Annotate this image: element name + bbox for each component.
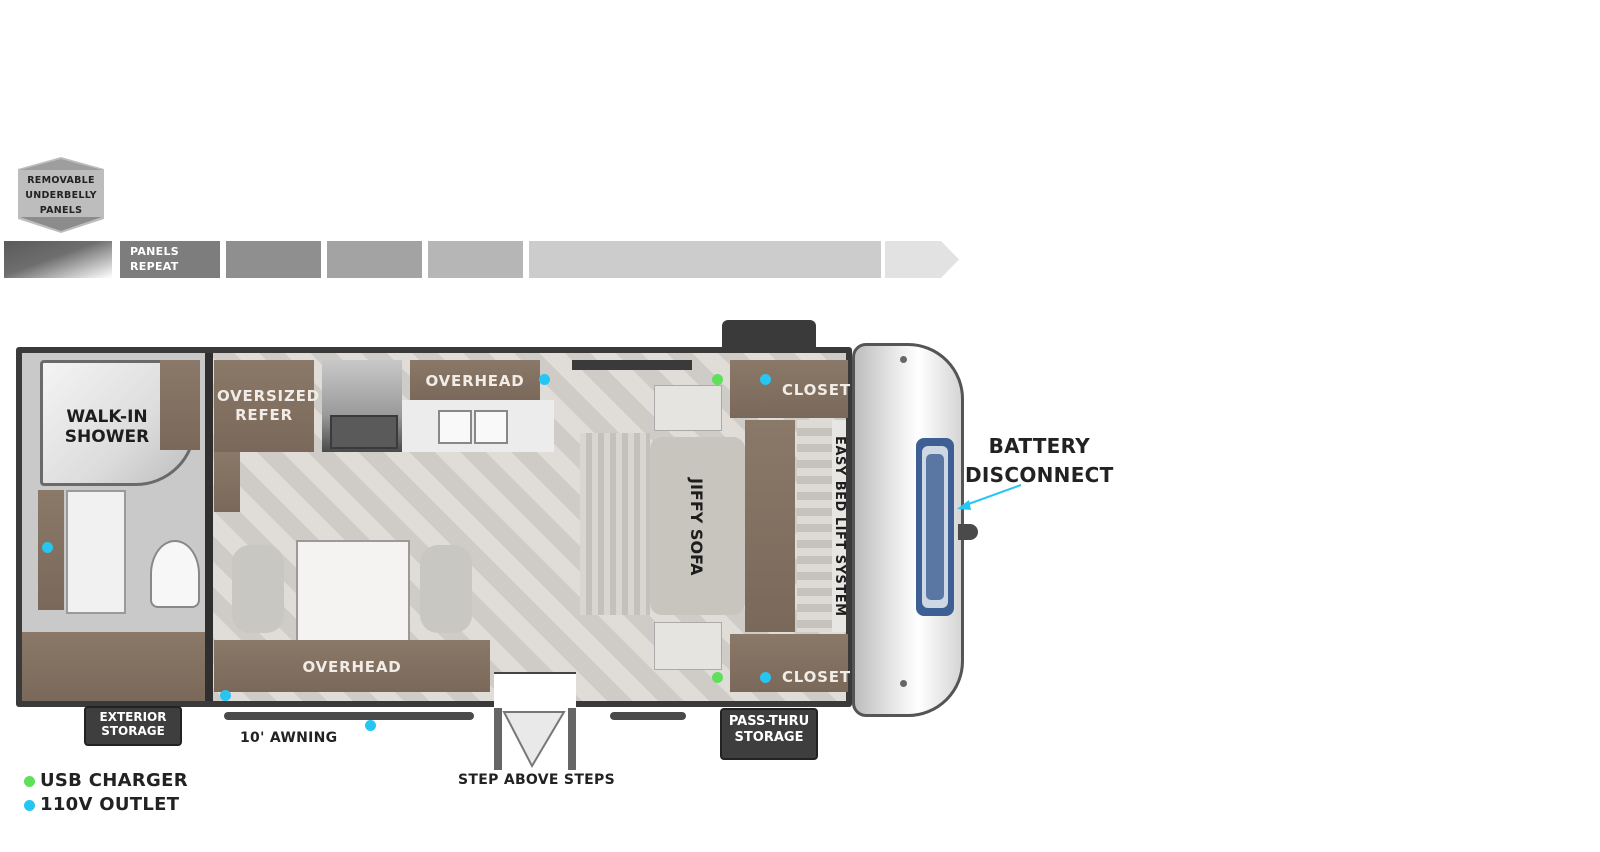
kitchen-sink-left	[438, 410, 472, 444]
usb-charger-dot-bottom	[712, 672, 723, 683]
removable-panels-arrow-icon	[18, 157, 104, 233]
front-marker-bottom	[900, 680, 907, 687]
jiffy-sofa	[650, 437, 745, 615]
removable-panels-label: REMOVABLE UNDERBELLY PANELS	[20, 173, 102, 218]
bathroom-cabinet	[160, 360, 200, 450]
panel-segment-2	[226, 241, 321, 278]
dinette-seat-left	[232, 545, 284, 633]
toilet	[150, 540, 200, 608]
panel-segment-1	[120, 241, 220, 278]
dinette-seat-right	[420, 545, 472, 633]
brand-logo-icon	[916, 438, 954, 616]
refrigerator-label: OVERSIZED REFER	[217, 387, 320, 425]
panel-segment-4	[428, 241, 523, 278]
battery-disconnect-label-line-2: DISCONNECT	[965, 463, 1114, 487]
panel-segment-3	[327, 241, 422, 278]
dinette-table	[296, 540, 410, 644]
closet-bottom-label: CLOSET	[782, 668, 851, 686]
legend-usb-label: USB CHARGER	[40, 770, 188, 791]
outlet-dot-exterior	[365, 720, 376, 731]
awning-label: 10' AWNING	[240, 730, 338, 746]
easy-bed-lift	[797, 420, 832, 632]
legend-usb-dot	[24, 776, 35, 787]
walk-in-shower-label-line-1: WALK-IN	[66, 407, 148, 427]
removable-panels-label-line-1: REMOVABLE	[27, 175, 95, 186]
awning-rail-left	[224, 712, 474, 720]
front-marker-top	[900, 356, 907, 363]
outlet-dot-dinette	[220, 690, 231, 701]
exterior-storage-label-line-2: STORAGE	[101, 724, 165, 738]
battery-disconnect-label: BATTERY DISCONNECT	[965, 432, 1114, 490]
pass-thru-storage: PASS-THRU STORAGE	[720, 708, 818, 760]
sofa-end-table-top	[654, 385, 722, 431]
overhead-top-label: OVERHEAD	[425, 372, 525, 390]
bathroom-sink	[66, 490, 126, 614]
pass-thru-storage-label-line-1: PASS-THRU	[728, 714, 810, 729]
oven-door	[330, 415, 398, 449]
top-window	[572, 360, 692, 370]
entry-door[interactable]	[494, 672, 576, 714]
panels-repeat-label-line-2: REPEAT	[130, 260, 179, 273]
kitchen-sink-right	[474, 410, 508, 444]
overhead-cabinet-bottom	[214, 640, 490, 692]
pass-thru-storage-label-line-2: STORAGE	[734, 730, 804, 745]
step-above-steps-label: STEP ABOVE STEPS	[458, 772, 615, 788]
jiffy-sofa-back	[580, 433, 650, 615]
outlet-dot-bathroom	[42, 542, 53, 553]
closet-bottom	[730, 634, 848, 692]
bathroom-lower-cabinet	[22, 632, 205, 701]
refrigerator-label-line-1: OVERSIZED	[217, 387, 320, 405]
roof-vent-box	[722, 320, 816, 350]
panel-segment-arrow-icon	[885, 241, 959, 278]
easy-bed-lift-label: EASY BED LIFT SYSTEM	[832, 436, 847, 617]
jiffy-sofa-label: JIFFY SOFA	[687, 478, 706, 576]
sofa-end-table-bottom	[654, 622, 722, 670]
walk-in-shower-label-line-2: SHOWER	[64, 427, 150, 447]
bathroom-wall	[205, 353, 213, 701]
legend-outlet-label: 110V OUTLET	[40, 794, 180, 815]
refrigerator	[214, 360, 314, 452]
closet-top	[730, 360, 848, 418]
exterior-storage: EXTERIOR STORAGE	[84, 706, 182, 746]
usb-charger-dot-top	[712, 374, 723, 385]
outlet-dot-closet-bottom	[760, 672, 771, 683]
hitch	[958, 524, 978, 540]
panels-repeat-label-line-1: PANELS	[130, 245, 180, 258]
entry-steps-icon	[494, 708, 576, 770]
panel-removed	[4, 241, 112, 278]
overhead-cabinet-top	[410, 360, 540, 400]
removable-panels-label-line-3: PANELS	[39, 205, 83, 216]
panel-segment-5	[529, 241, 881, 278]
removable-panels-label-line-2: UNDERBELLY	[25, 190, 97, 201]
legend-outlet-dot	[24, 800, 35, 811]
panels-repeat-label: PANELS REPEAT	[130, 244, 179, 274]
awning-rail-right	[610, 712, 686, 720]
exterior-storage-label-line-1: EXTERIOR	[99, 710, 167, 724]
bed-lift-rail	[832, 420, 846, 632]
outlet-dot-kitchen	[539, 374, 550, 385]
walk-in-shower-label: WALK-IN SHOWER	[52, 407, 162, 447]
bed-lift-cabinet	[745, 420, 795, 632]
closet-top-label: CLOSET	[782, 381, 851, 399]
refrigerator-side-cabinet	[214, 452, 240, 512]
battery-disconnect-arrow-icon	[957, 484, 1022, 510]
overhead-bottom-label: OVERHEAD	[302, 658, 402, 676]
outlet-dot-closet-top	[760, 374, 771, 385]
refrigerator-label-line-2: REFER	[235, 406, 293, 424]
battery-disconnect-label-line-1: BATTERY	[988, 434, 1091, 458]
